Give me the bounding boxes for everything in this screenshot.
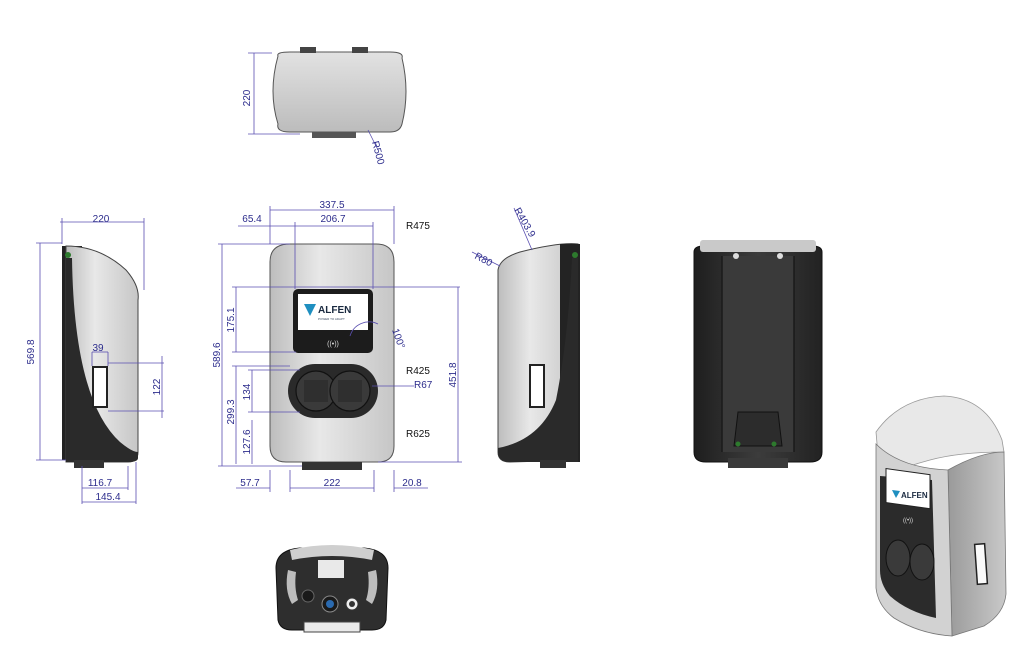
iso-side-window <box>973 542 989 586</box>
dim-base-right: 20.8 <box>402 478 422 489</box>
iso-top <box>875 395 1005 479</box>
dim-base-mid: 222 <box>324 478 341 489</box>
dim-body-height: 451.8 <box>448 362 459 387</box>
bottom-label-plate <box>318 560 344 578</box>
socket-left-shutter <box>304 380 328 402</box>
dim-base-left: 57.7 <box>240 478 260 489</box>
dim-bottom-a: 116.7 <box>88 478 113 489</box>
side-right-foot <box>540 460 566 468</box>
front-view: ALFEN POWER TO ADAPT ((•)) 337.5 65.4 20… <box>212 200 462 492</box>
dim-socket: 134 <box>242 383 253 400</box>
bottom-plate <box>303 621 361 633</box>
iso-screen <box>885 467 931 510</box>
rear-hole-right <box>777 253 783 259</box>
socket-right-shutter <box>338 380 362 402</box>
side-right-screw <box>572 252 578 258</box>
iso-brand-name: ALFEN <box>901 491 928 500</box>
radius-socket: R67 <box>414 380 433 391</box>
bottom-light-rim <box>290 545 374 560</box>
rfid-icon: ((•)) <box>327 341 339 348</box>
top-view-body <box>272 51 407 133</box>
dim-upper: 175.1 <box>226 307 237 332</box>
dim-side-height: 569.8 <box>26 339 37 364</box>
dim-front-width: 337.5 <box>319 200 344 211</box>
side-left-dark-shell <box>66 258 138 462</box>
radius-side-top: R403.9 <box>511 206 537 240</box>
radius-mid: R425 <box>406 366 430 377</box>
side-right-dark-shell <box>498 258 578 462</box>
bottom-gland-main-core <box>326 600 334 608</box>
dim-front-height: 589.6 <box>212 342 223 367</box>
dim-top-depth: 220 <box>242 89 253 106</box>
dim-bottom-b: 145.4 <box>95 492 120 503</box>
dim-window-height: 122 <box>152 378 163 395</box>
rear-cable-entry <box>733 411 783 447</box>
dim-screen-width: 206.7 <box>320 214 345 225</box>
dim-bottom: 127.6 <box>242 429 253 454</box>
rear-view <box>693 240 823 468</box>
top-view-tab-right <box>352 47 368 53</box>
rear-screw-left <box>735 441 741 447</box>
radius-bottom: R625 <box>406 429 430 440</box>
bottom-hook-right <box>366 570 378 604</box>
dim-top-radius: R500 <box>369 140 386 166</box>
bottom-hook-left <box>286 570 298 604</box>
side-left-screw <box>65 252 71 258</box>
iso-socket-right <box>909 543 935 581</box>
dim-offset-left: 65.4 <box>242 214 262 225</box>
radius-side-corner: R80 <box>473 251 495 270</box>
iso-view: ALFEN ((•)) <box>875 395 1007 637</box>
bottom-view <box>275 545 389 633</box>
iso-logo-icon <box>892 490 900 498</box>
dim-side-depth: 220 <box>93 214 110 225</box>
front-cable-glands <box>302 462 362 470</box>
rear-glands <box>728 458 788 468</box>
brand-tagline: POWER TO ADAPT <box>318 317 345 321</box>
top-view: 220 R500 <box>242 47 407 166</box>
rear-top-rail <box>700 240 816 252</box>
iso-rfid-icon: ((•)) <box>903 518 913 524</box>
side-right-window <box>529 364 545 408</box>
rear-hole-left <box>733 253 739 259</box>
brand-logo-icon <box>304 304 316 316</box>
brand-name: ALFEN <box>318 305 351 316</box>
bottom-body <box>275 547 389 631</box>
side-left-window <box>92 366 108 408</box>
top-view-tab-left <box>300 47 316 53</box>
side-left-foot <box>74 460 104 468</box>
bottom-gland-right-core <box>349 601 355 607</box>
radius-top: R475 <box>406 221 430 232</box>
top-view-bottom-cable <box>312 132 356 138</box>
side-view-right: R403.9 R80 <box>471 206 580 468</box>
dim-window-width: 39 <box>92 343 104 354</box>
side-view-left: 220 569.8 39 122 116.7 145.4 <box>26 214 164 504</box>
rear-screw-right <box>771 441 777 447</box>
bottom-gland-left <box>301 589 315 603</box>
dim-lower: 299.3 <box>226 399 237 424</box>
iso-socket-left <box>885 539 911 577</box>
